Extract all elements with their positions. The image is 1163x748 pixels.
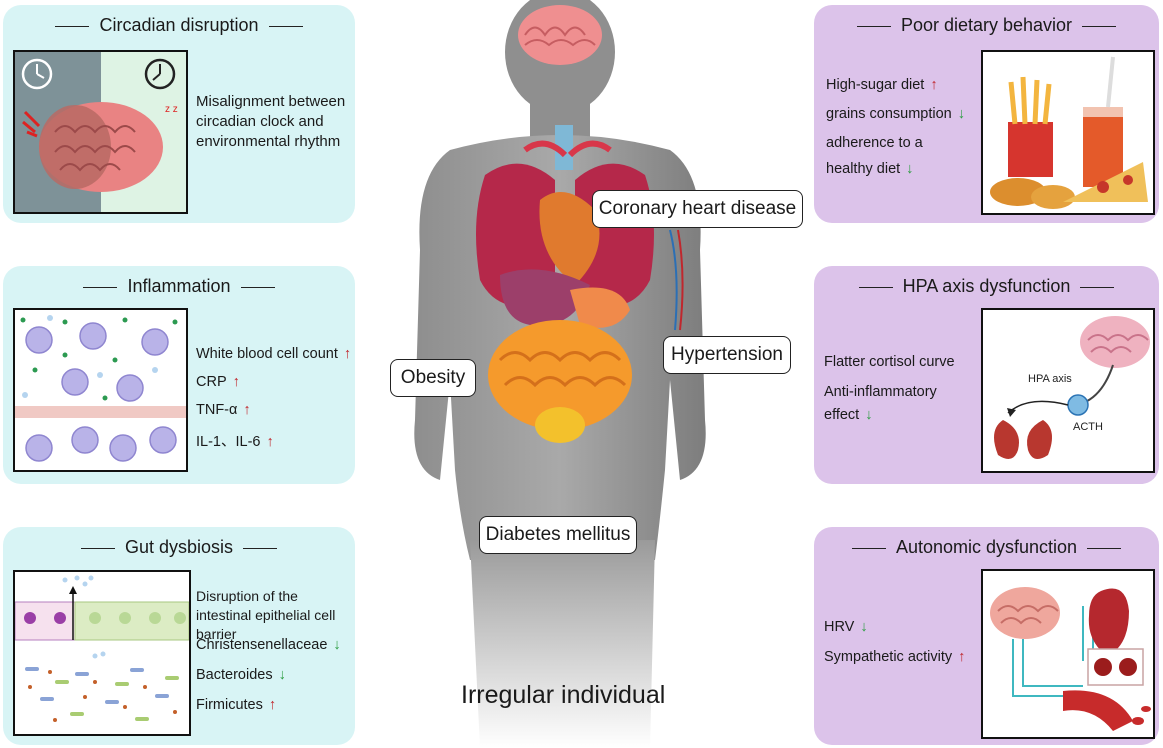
- inflammation-item-il: IL-1、IL-6↑: [196, 434, 274, 450]
- obesity-label: Obesity: [390, 359, 476, 397]
- hpa-item-effect: effect↓: [824, 407, 873, 423]
- gut-item-firmicutes: Firmicutes↑: [196, 697, 277, 713]
- diet-title: Poor dietary behavior: [814, 15, 1159, 36]
- gut-panel: Gut dysbiosis Disruption of the intes: [3, 527, 355, 745]
- inflammation-panel: Inflammation White blood cell count↑ CRP…: [3, 266, 355, 484]
- inflammation-item-wbc: White blood cell count↑: [196, 346, 352, 362]
- circadian-illustration: z z: [13, 50, 188, 214]
- autonomic-illustration: [981, 569, 1155, 739]
- hpa-axis-text: HPA axis: [1028, 373, 1072, 385]
- gut-title: Gut dysbiosis: [3, 537, 355, 558]
- gut-item-bacteroides: Bacteroides↓: [196, 667, 286, 683]
- autonomic-panel: Autonomic dysfunction HRV↓ Sympathetic a…: [814, 527, 1159, 745]
- gut-illustration: [13, 570, 191, 736]
- diet-item-sugar: High-sugar diet↑: [826, 77, 938, 93]
- body-illustration: [360, 0, 780, 748]
- hpa-item-anti: Anti-inflammatory: [824, 384, 937, 400]
- coronary-heart-disease-label: Coronary heart disease: [592, 190, 803, 228]
- autonomic-title: Autonomic dysfunction: [814, 537, 1159, 558]
- center-caption: Irregular individual: [461, 681, 666, 709]
- hypertension-label: Hypertension: [663, 336, 791, 374]
- circadian-title: Circadian disruption: [3, 15, 355, 36]
- hpa-illustration: HPA axis ACTH: [981, 308, 1155, 473]
- hpa-title: HPA axis dysfunction: [814, 276, 1159, 297]
- hpa-panel: HPA axis dysfunction Flatter cortisol cu…: [814, 266, 1159, 484]
- gut-item-barrier: Disruption of the intestinal epithelial …: [196, 588, 336, 642]
- diet-panel: Poor dietary behavior High-sugar diet↑ g…: [814, 5, 1159, 223]
- diabetes-mellitus-label: Diabetes mellitus: [479, 516, 637, 554]
- autonomic-item-hrv: HRV↓: [824, 619, 868, 635]
- autonomic-item-sympathetic: Sympathetic activity↑: [824, 649, 966, 665]
- circadian-text: Misalignment between circadian clock and…: [196, 93, 346, 150]
- svg-text:z z: z z: [165, 104, 178, 115]
- inflammation-item-tnf: TNF-α↑: [196, 402, 251, 418]
- hpa-item-cortisol: Flatter cortisol curve: [824, 354, 955, 370]
- inflammation-item-crp: CRP↑: [196, 374, 240, 390]
- diet-item-healthy: healthy diet↓: [826, 161, 914, 177]
- inflammation-title: Inflammation: [3, 276, 355, 297]
- acth-text: ACTH: [1073, 421, 1103, 433]
- diet-illustration: [981, 50, 1155, 215]
- diet-item-grains: grains consumption↓: [826, 106, 965, 122]
- inflammation-illustration: [13, 308, 188, 472]
- gut-item-christensenellaceae: Christensenellaceae↓: [196, 637, 341, 653]
- circadian-panel: Circadian disruption z z Misalignment be…: [3, 5, 355, 223]
- diet-item-adherence: adherence to a: [826, 135, 923, 151]
